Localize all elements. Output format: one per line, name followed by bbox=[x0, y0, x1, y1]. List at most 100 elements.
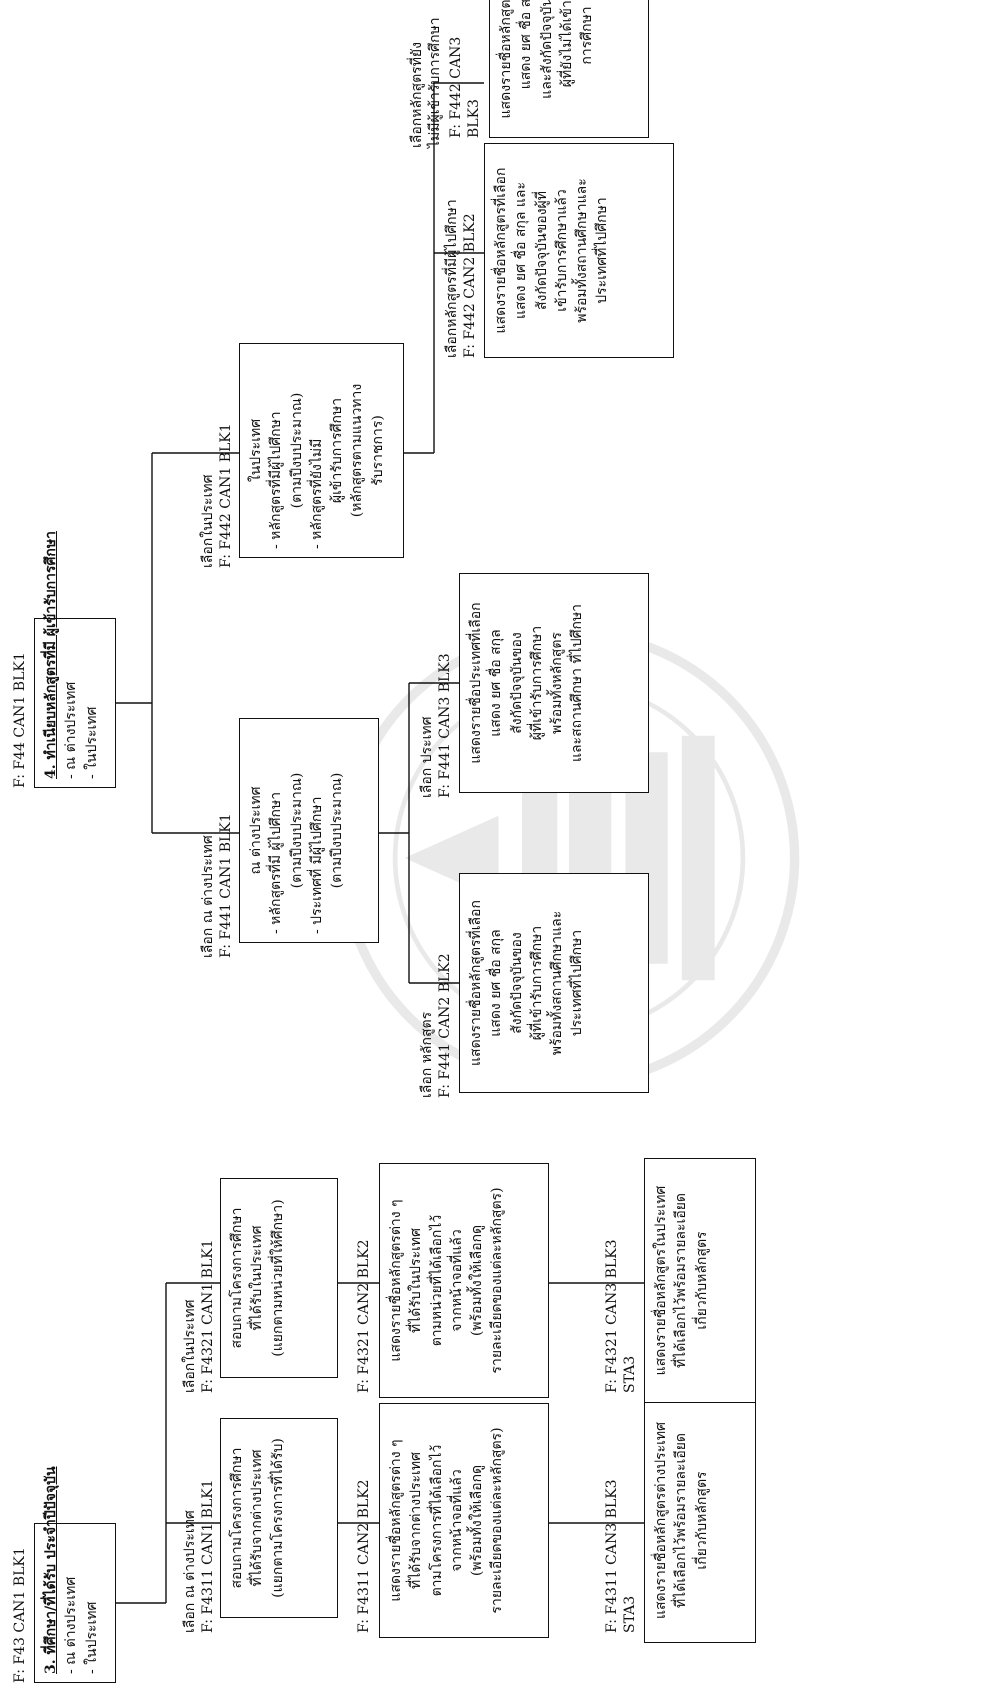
f441-blk3-line: ผู้ที่เข้ารับการศึกษา bbox=[528, 625, 545, 741]
f441-country-select-label: เลือก ประเทศ bbox=[418, 716, 435, 798]
f441-blk1-line: ณ ต่างประเทศ bbox=[247, 786, 264, 875]
f4321-blk1-box[interactable]: สอบถามโครงการศึกษา ที่ได้รับในประเทศ (แย… bbox=[219, 1178, 338, 1378]
f4311-blk3-line: เกี่ยวกับหลักสูตร bbox=[693, 1471, 710, 1570]
f4321-blk2-line: แสดงรายชื่อหลักสูตรต่าง ๆ bbox=[387, 1199, 404, 1362]
f4321-blk3-line: แสดงรายชื่อหลักสูตรในประเทศ bbox=[652, 1185, 669, 1376]
connector-lines bbox=[115, 82, 644, 1604]
f442-blk2-box[interactable]: แสดงรายชื่อหลักสูตรที่เลือก แสดง ยศ ชื่อ… bbox=[483, 143, 674, 358]
f442-blk1-line: (หลักสูตรตามแนวทาง bbox=[348, 383, 365, 518]
f441-blk3-box[interactable]: แสดงรายชื่อประเทศที่เลือก แสดง ยศ ชื่อ ส… bbox=[458, 573, 649, 793]
f4311-blk2-line: จากหน้าจอที่แล้ว bbox=[448, 1469, 465, 1572]
f442-select-label: เลือกในประเทศ bbox=[199, 474, 216, 568]
f4321-blk3-line: เกี่ยวกับหลักสูตร bbox=[693, 1231, 710, 1330]
f4311-blk2-line: ที่ได้รับจากต่างประเทศ bbox=[407, 1452, 424, 1589]
f442-blk1-line: รับราชการ) bbox=[369, 415, 386, 486]
f4311-blk3-sta-label: STA3 bbox=[621, 1595, 638, 1633]
f442-no-students-select-label-2: ไม่มีผู้เข้ารับการศึกษา bbox=[426, 17, 443, 148]
f441-blk3-line: สังกัดปัจจุบันของ bbox=[508, 632, 525, 734]
f442-has-students-select-label: เลือกหลักสูตรที่มีผู้ไปศึกษา bbox=[443, 199, 460, 358]
f441-blk1-line: - หลักสูตรที่มี ผู้ไปศึกษา bbox=[267, 791, 284, 934]
f4321-select-label: เลือกในประเทศ bbox=[181, 1299, 198, 1393]
f442-blk2-line: แสดง ยศ ชื่อ สกุล และ bbox=[512, 181, 529, 320]
f442-blk1-line: - หลักสูตรที่มีผู้ไปศึกษา bbox=[267, 411, 284, 549]
f441-blk2-line: ประเทศที่ไปศึกษา bbox=[568, 929, 585, 1037]
f442-blk3-line: การศึกษา bbox=[578, 6, 595, 65]
f442-blk2-line: ประเทศที่ไปศึกษา bbox=[593, 197, 610, 304]
f4321-blk2-form-label: F: F4321 CAN2 BLK2 bbox=[355, 1239, 372, 1393]
f441-blk2-line: ผู้ที่เข้ารับการศึกษา bbox=[528, 925, 545, 1041]
f442-blk3-box[interactable]: แสดงรายชื่อหลักสูตรที่เลือก แสดง ยศ ชื่อ… bbox=[488, 0, 649, 138]
f43-title: 3. ที่ศึกษา/ที่ได้รับ ประจำปีปัจจุบัน bbox=[42, 1466, 59, 1674]
f4321-blk2-line: (พร้อมทั้งให้เลือกดู bbox=[468, 1224, 485, 1337]
f441-blk1-form-label: F: F441 CAN1 BLK1 bbox=[217, 813, 234, 958]
f442-blk3-line: แสดงรายชื่อหลักสูตรที่เลือก bbox=[497, 0, 514, 119]
f442-blk2-line: แสดงรายชื่อหลักสูตรที่เลือก bbox=[492, 167, 509, 334]
f441-blk3-line: พร้อมทั้งหลักสูตร bbox=[548, 632, 565, 734]
f441-blk2-line: สังกัดปัจจุบันของ bbox=[508, 932, 525, 1034]
f4311-select-label: เลือก ณ ต่างประเทศ bbox=[181, 1510, 198, 1633]
f4311-blk2-form-label: F: F4311 CAN2 BLK2 bbox=[355, 1479, 372, 1633]
f442-blk2-form-label: F: F442 CAN2 BLK2 bbox=[461, 213, 478, 358]
f43-item-domestic: - ในประเทศ bbox=[83, 1601, 100, 1674]
f43-item-abroad: - ณ ต่างประเทศ bbox=[62, 1576, 79, 1674]
f44-title: 4. ทำเนียบหลักสูตรที่มี ผู้เข้ารับการศึก… bbox=[42, 531, 59, 779]
f441-blk1-line: - ประเทศที่ มีผู้ไปศึกษา bbox=[308, 796, 325, 935]
f4311-blk1-form-label: F: F4311 CAN1 BLK1 bbox=[199, 1479, 216, 1633]
flow-diagram: F: F43 CAN1 BLK1 3. ที่ศึกษา/ที่ได้รับ ป… bbox=[4, 0, 984, 1693]
f442-blk1-line: ผู้เข้ารับการศึกษา bbox=[328, 397, 345, 504]
f441-blk2-form-label: F: F441 CAN2 BLK2 bbox=[436, 953, 453, 1098]
f441-blk1-box[interactable]: ณ ต่างประเทศ - หลักสูตรที่มี ผู้ไปศึกษา … bbox=[238, 718, 379, 943]
f442-blk1-form-label: F: F442 CAN1 BLK1 bbox=[217, 423, 234, 568]
f441-blk3-line: และสถานศึกษา ที่ไปศึกษา bbox=[568, 603, 585, 763]
f4311-blk3-line: แสดงรายชื่อหลักสูตรต่างประเทศ bbox=[652, 1421, 669, 1620]
f4321-blk2-line: รายละเอียดของแต่ละหลักสูตร) bbox=[488, 1187, 505, 1374]
f441-blk2-line: แสดงรายชื่อหลักสูตรที่เลือก bbox=[467, 900, 484, 1066]
f442-blk3-form-label: F: F442 CAN3 bbox=[447, 36, 464, 138]
f4311-blk2-line: (พร้อมทั้งให้เลือกดู bbox=[468, 1464, 485, 1577]
f4311-blk2-line: แสดงรายชื่อหลักสูตรต่าง ๆ bbox=[387, 1439, 404, 1602]
f4321-blk2-line: ตามหน่วยที่ได้เลือกไว้ bbox=[428, 1214, 445, 1347]
f441-blk3-line: แสดง ยศ ชื่อ สกุล bbox=[487, 629, 504, 737]
f4311-blk3-line: ที่ได้เลือกไว้พร้อมรายละเอียด bbox=[672, 1432, 689, 1609]
f4311-blk1-box[interactable]: สอบถามโครงการศึกษา ที่ได้รับจากต่างประเท… bbox=[219, 1418, 338, 1618]
f442-blk1-line: - หลักสูตรที่ยังไม่มี bbox=[308, 438, 325, 549]
f441-select-label: เลือก ณ ต่างประเทศ bbox=[199, 835, 216, 958]
f4321-blk2-box[interactable]: แสดงรายชื่อหลักสูตรต่าง ๆ ที่ได้รับในประ… bbox=[378, 1163, 549, 1398]
f442-blk3-line: ผู้ที่ยังไม่ได้เข้ารับ bbox=[558, 0, 575, 88]
f4321-blk3-form-label: F: F4321 CAN3 BLK3 bbox=[603, 1239, 620, 1393]
f442-blk1-box[interactable]: ในประเทศ - หลักสูตรที่มีผู้ไปศึกษา (ตามป… bbox=[238, 343, 404, 558]
f4321-blk1-line: ที่ได้รับในประเทศ bbox=[248, 1225, 265, 1331]
f441-blk1-line: (ตามปีงบประมาณ) bbox=[288, 772, 305, 889]
f4311-blk2-box[interactable]: แสดงรายชื่อหลักสูตรต่าง ๆ ที่ได้รับจากต่… bbox=[378, 1403, 549, 1638]
f44-form-label: F: F44 CAN1 BLK1 bbox=[11, 652, 28, 788]
f4311-blk3-box[interactable]: แสดงรายชื่อหลักสูตรต่างประเทศ ที่ได้เลือ… bbox=[643, 1398, 756, 1643]
f4321-blk2-line: ที่ได้รับในประเทศ bbox=[407, 1228, 424, 1333]
f4321-blk1-form-label: F: F4321 CAN1 BLK1 bbox=[199, 1239, 216, 1393]
f442-blk3-line: และสังกัดปัจจุบันของ bbox=[538, 0, 555, 99]
f44-item-abroad: - ณ ต่างประเทศ bbox=[62, 681, 79, 779]
f4321-blk3-line: ที่ได้เลือกไว้พร้อมรายละเอียด bbox=[672, 1192, 689, 1369]
f441-blk2-box[interactable]: แสดงรายชื่อหลักสูตรที่เลือก แสดง ยศ ชื่อ… bbox=[458, 873, 649, 1093]
f4321-blk3-box[interactable]: แสดงรายชื่อหลักสูตรในประเทศ ที่ได้เลือกไ… bbox=[643, 1158, 756, 1403]
f4321-blk1-line: สอบถามโครงการศึกษา bbox=[228, 1207, 245, 1349]
f441-blk3-line: แสดงรายชื่อประเทศที่เลือก bbox=[467, 602, 484, 764]
f43-root-box[interactable]: 3. ที่ศึกษา/ที่ได้รับ ประจำปีปัจจุบัน - … bbox=[33, 1466, 116, 1683]
f442-blk3-form-label-2: BLK3 bbox=[465, 99, 482, 138]
f4321-blk1-line: (แยกตามหน่วยที่ให้ศึกษา) bbox=[269, 1199, 286, 1357]
f441-blk1-line: (ตามปีงบประมาณ) bbox=[328, 772, 345, 889]
f441-blk2-line: แสดง ยศ ชื่อ สกุล bbox=[487, 929, 504, 1037]
f442-no-students-select-label: เลือกหลักสูตรที่ยัง bbox=[408, 42, 425, 148]
f4311-blk1-line: ที่ได้รับจากต่างประเทศ bbox=[248, 1449, 265, 1587]
f4321-blk2-line: จากหน้าจอที่แล้ว bbox=[448, 1229, 465, 1332]
f4311-blk2-line: ตามโครงการที่ได้เลือกไว้ bbox=[428, 1444, 445, 1597]
f441-course-select-label: เลือก หลักสูตร bbox=[418, 1011, 435, 1098]
f442-blk1-line: ในประเทศ bbox=[247, 418, 264, 483]
f43-form-label: F: F43 CAN1 BLK1 bbox=[11, 1547, 28, 1683]
f442-blk2-line: สังกัดปัจจุบันของผู้ที่ bbox=[533, 191, 550, 310]
f442-blk2-line: เข้ารับการศึกษาแล้ว bbox=[553, 189, 570, 312]
f4311-blk3-form-label: F: F4311 CAN3 BLK3 bbox=[603, 1479, 620, 1633]
f44-root-box[interactable]: 4. ทำเนียบหลักสูตรที่มี ผู้เข้ารับการศึก… bbox=[33, 531, 116, 788]
f4311-blk1-line: (แยกตามโครงการที่ได้รับ) bbox=[269, 1438, 286, 1598]
f4311-blk1-line: สอบถามโครงการศึกษา bbox=[228, 1447, 245, 1589]
